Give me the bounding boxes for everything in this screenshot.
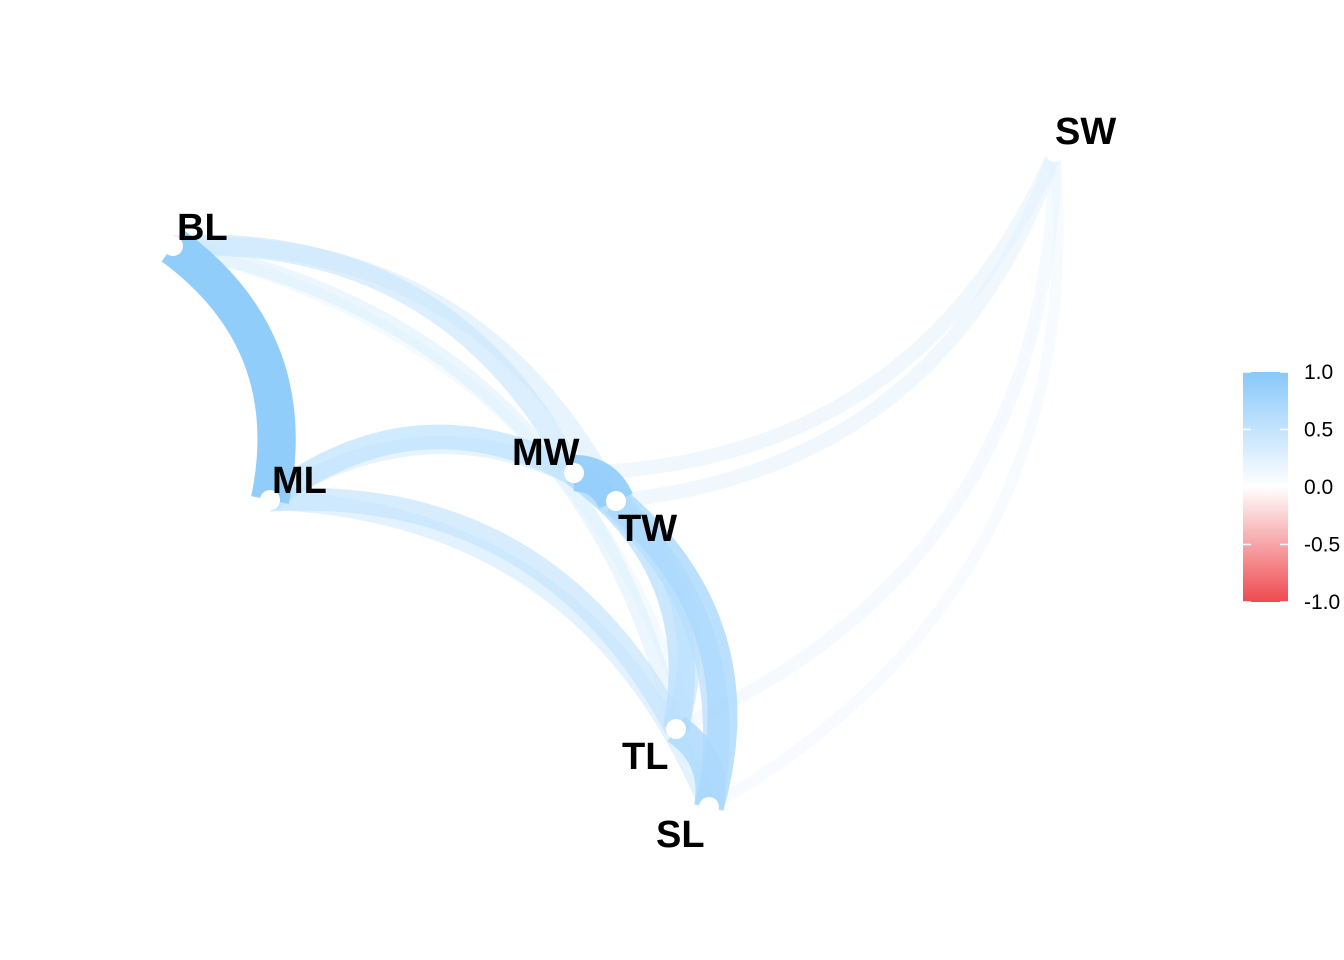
edge-bl-tl xyxy=(171,238,684,731)
node-tw xyxy=(606,491,626,511)
node-bl xyxy=(163,236,183,256)
node-label-bl: BL xyxy=(177,207,228,249)
legend-tick-label: -0.5 xyxy=(1304,534,1340,557)
legend-tick-label: 0.0 xyxy=(1304,476,1333,499)
legend-tick-label: 0.5 xyxy=(1304,419,1333,442)
node-tl xyxy=(666,719,686,739)
edge-ml-mw xyxy=(262,424,580,510)
node-sw xyxy=(1045,142,1065,162)
node-layer xyxy=(163,142,1065,817)
edge-bl-mw xyxy=(172,234,584,478)
node-label-tw: TW xyxy=(618,508,677,550)
node-sl xyxy=(699,797,719,817)
legend-tick-label: -1.0 xyxy=(1304,591,1340,614)
edge-sw-tl xyxy=(673,151,1062,735)
node-label-sw: SW xyxy=(1055,111,1116,153)
edge-layer xyxy=(161,149,1064,812)
node-label-tl: TL xyxy=(622,736,668,778)
edge-bl-ml xyxy=(161,230,296,504)
node-mw xyxy=(564,463,584,483)
node-label-sl: SL xyxy=(656,814,705,856)
node-label-layer: SW BL MW ML TW TL SL xyxy=(177,111,1116,856)
legend-tick-label: 1.0 xyxy=(1304,361,1333,384)
edge-sw-sl xyxy=(706,151,1064,812)
color-legend: 1.0 0.5 0.0 -0.5 -1.0 xyxy=(1243,361,1340,614)
node-label-ml: ML xyxy=(272,460,327,502)
edge-sw-mw xyxy=(573,149,1062,481)
node-ml xyxy=(260,490,280,510)
edge-sw-tw xyxy=(615,149,1062,509)
node-label-mw: MW xyxy=(512,432,580,474)
edge-ml-tl xyxy=(269,487,687,735)
